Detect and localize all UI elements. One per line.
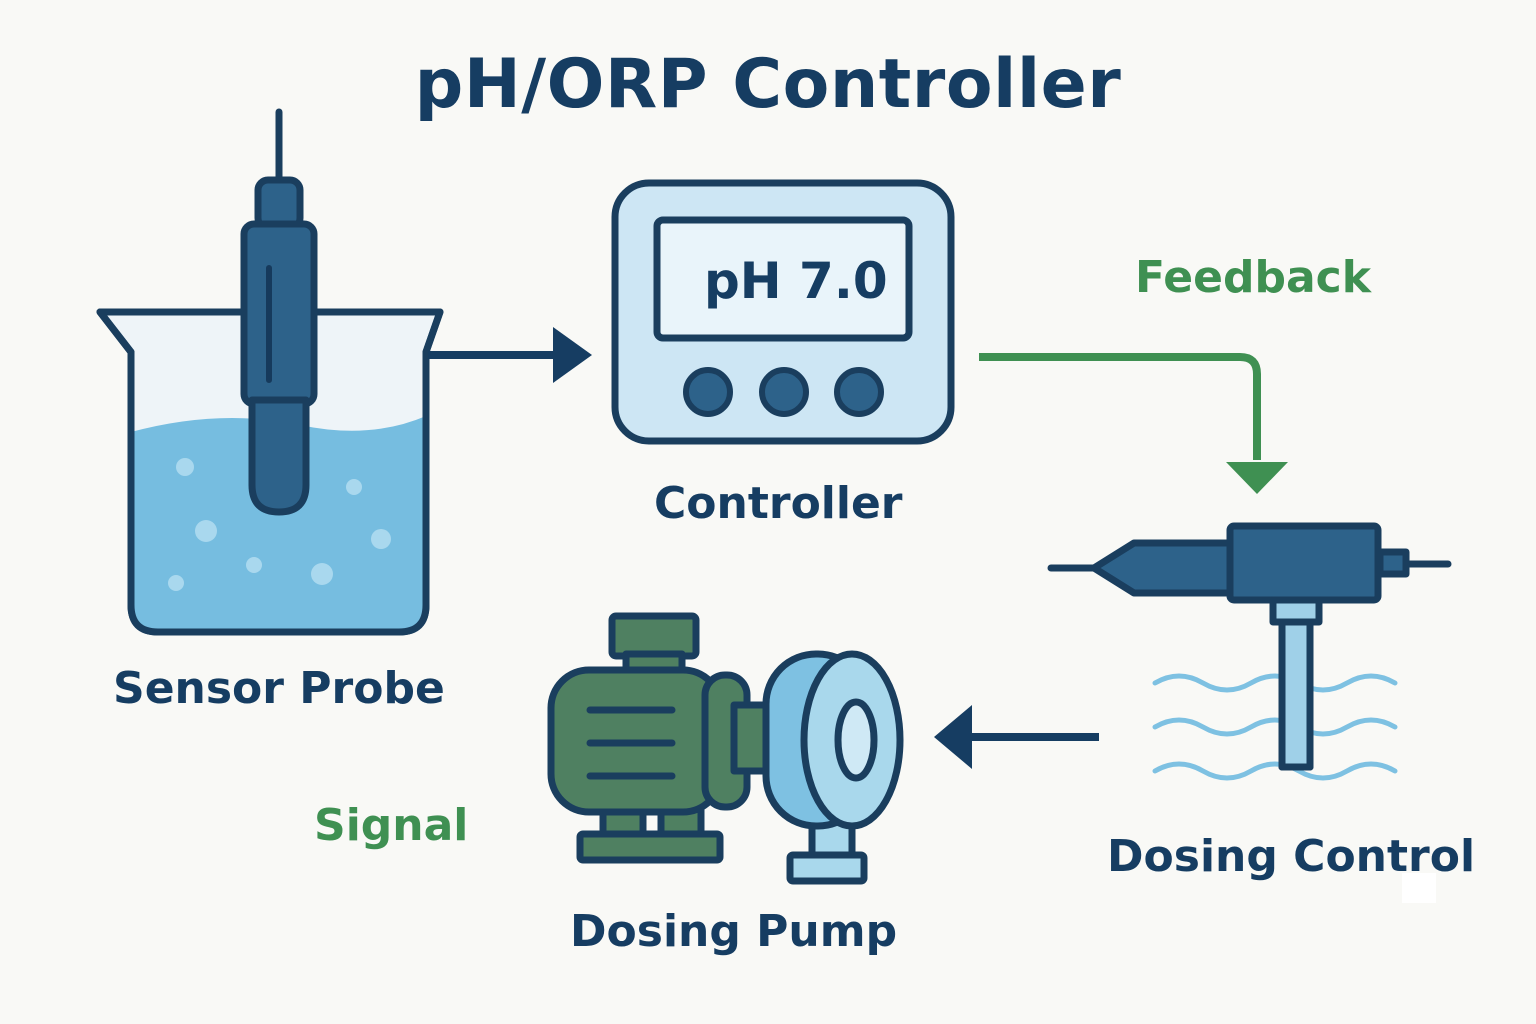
controller-label: Controller [654,478,903,529]
dosing-pump-icon [547,612,904,885]
controller-button-2[interactable] [759,367,809,417]
arrow-control-to-pump [934,705,1099,769]
signal-label: Signal [314,800,469,851]
bubbles [168,458,391,591]
dosing-control-icon [1047,522,1452,771]
arrow-sensor-to-controller [428,327,592,383]
controller-display-reading: pH 7.0 [704,252,888,310]
controller-button-3[interactable] [834,367,884,417]
arrow-feedback [979,353,1288,494]
sensor-probe-icon [240,108,318,516]
controller-buttons [683,367,884,417]
dosing-rod-front [1278,618,1314,771]
page-title: pH/ORP Controller [414,45,1122,124]
corner-mark [1402,873,1436,903]
sensor-probe-label: Sensor Probe [113,663,445,714]
water-waves-icon [1152,673,1398,781]
dosing-pump-label: Dosing Pump [570,906,898,957]
controller-button-1[interactable] [683,367,733,417]
dosing-control-label: Dosing Control [1107,831,1476,882]
feedback-label: Feedback [1135,252,1371,303]
